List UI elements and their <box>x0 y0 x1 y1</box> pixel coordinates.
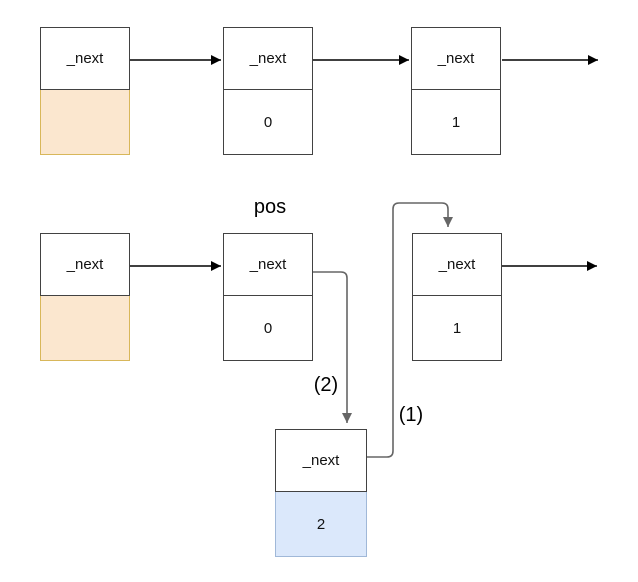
value-cell: 0 <box>223 296 313 361</box>
next-pointer-cell: _next <box>40 233 130 296</box>
value-cell-head <box>40 296 130 361</box>
node-bottom-1: _next 1 <box>412 233 502 361</box>
node-bottom-pos: _next 0 <box>223 233 313 361</box>
node-bottom-head: _next <box>40 233 130 361</box>
connector-step1-newnode-to-n1 <box>366 202 453 458</box>
next-pointer-cell: _next <box>412 233 502 296</box>
value-cell: 1 <box>411 90 501 155</box>
next-pointer-cell: _next <box>275 429 367 492</box>
pos-label: pos <box>253 196 287 218</box>
node-top-head: _next <box>40 27 130 155</box>
next-pointer-cell: _next <box>223 27 313 90</box>
value-cell-new: 2 <box>275 492 367 557</box>
connector-step2-pos-to-newnode <box>313 271 352 423</box>
step1-label: (1) <box>398 404 424 426</box>
next-pointer-cell: _next <box>223 233 313 296</box>
node-top-1: _next 1 <box>411 27 501 155</box>
node-new: _next 2 <box>275 429 367 557</box>
value-cell-head <box>40 90 130 155</box>
value-cell: 0 <box>223 90 313 155</box>
next-pointer-cell: _next <box>411 27 501 90</box>
step2-label: (2) <box>313 374 339 396</box>
value-cell: 1 <box>412 296 502 361</box>
node-top-0: _next 0 <box>223 27 313 155</box>
next-pointer-cell: _next <box>40 27 130 90</box>
